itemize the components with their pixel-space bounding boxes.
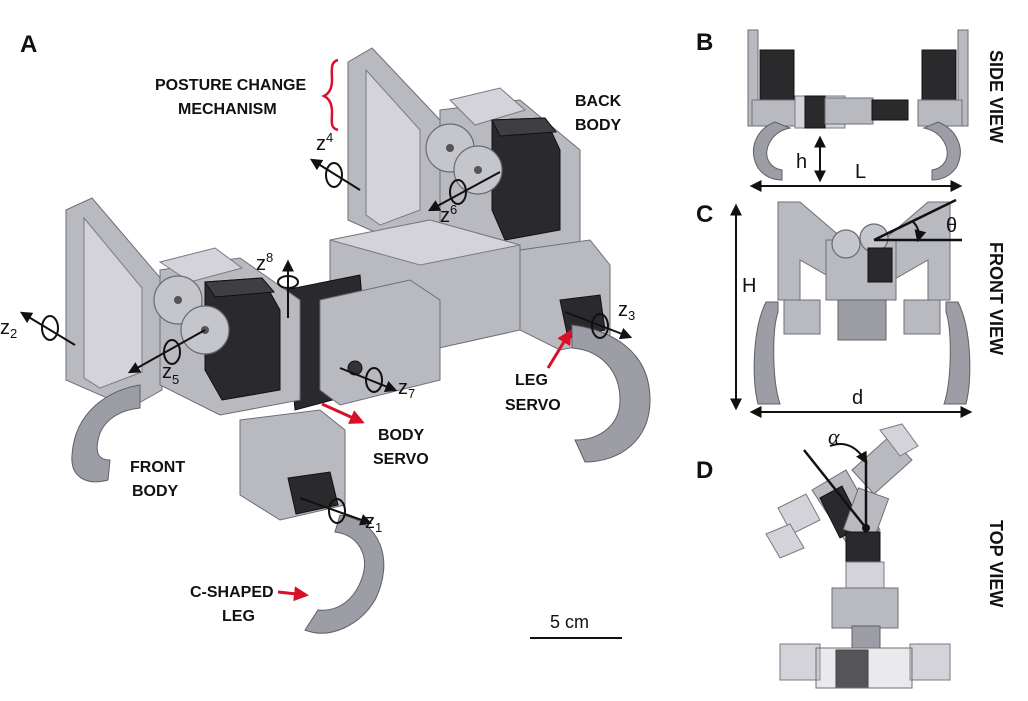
leg-servo-arrow (546, 329, 572, 369)
back-c-leg (571, 324, 651, 463)
panel-b-side-view: B h L SIDE VIEW (696, 29, 1006, 192)
dim-H: H (742, 275, 756, 297)
body-servo-bracket (319, 279, 441, 406)
dim-L: L (855, 161, 866, 183)
front-body-label-2: BODY (132, 483, 179, 500)
panel-c-front-view: C H d θ FRONT VIEW (696, 198, 1006, 418)
axis-z1-line (299, 497, 373, 526)
front-c-leg (304, 514, 385, 634)
c-leg-label-2: LEG (222, 608, 255, 625)
svg-text:z2: z2 (0, 317, 17, 341)
dim-theta: θ (946, 215, 957, 237)
c-leg-label-1: C-SHAPED (190, 584, 274, 601)
posture-change-label-2: MECHANISM (178, 101, 277, 118)
panel-a-robot (65, 47, 651, 634)
c-leg-arrow (277, 586, 309, 602)
panel-letter-a: A (20, 31, 37, 58)
axis-z7-line (339, 367, 398, 393)
body-servo-label-1: BODY (378, 427, 425, 444)
posture-change-label-1: POSTURE CHANGE (155, 77, 306, 94)
back-body-label-2: BODY (575, 117, 622, 134)
scale-bar-label: 5 cm (550, 612, 589, 632)
leg-servo (559, 294, 606, 339)
panel-letter-b: B (696, 29, 713, 56)
rotation-axes (19, 158, 633, 526)
axis-labels: z1 z2 z3 z4 z5 z6 z7 z8 (0, 130, 635, 535)
back-frame-inner (365, 68, 421, 226)
dim-alpha: α (828, 424, 840, 449)
dim-h: h (796, 151, 807, 173)
side-view-label: SIDE VIEW (986, 50, 1006, 143)
dim-d: d (852, 387, 863, 409)
svg-text:z4: z4 (316, 130, 333, 155)
front-gears (153, 275, 230, 355)
back-body-label-1: BACK (575, 93, 622, 110)
top-view-label: TOP VIEW (986, 520, 1006, 607)
svg-text:z6: z6 (440, 202, 457, 227)
panel-letter-d: D (696, 457, 713, 484)
front-body-label-1: FRONT (130, 459, 185, 476)
svg-text:z5: z5 (162, 361, 179, 387)
body-servo-arrow (321, 402, 365, 424)
leg-servo-label-2: SERVO (505, 397, 561, 414)
axis-z3-line (564, 311, 633, 340)
back-servo-top-l (449, 87, 527, 126)
panel-d-top-view: D α TOP VIEW (696, 423, 1006, 689)
svg-text:z8: z8 (256, 250, 273, 275)
svg-text:z1: z1 (365, 511, 382, 535)
front-left-c-leg (71, 384, 141, 483)
front-view-label: FRONT VIEW (986, 242, 1006, 355)
svg-text:z3: z3 (618, 299, 635, 323)
leg-servo-label-1: LEG (515, 372, 548, 389)
body-servo-label-2: SERVO (373, 451, 429, 468)
axis-z5-line (127, 329, 206, 374)
back-gears (425, 123, 503, 195)
axis-z2-line (19, 311, 76, 346)
axis-z4-line (309, 158, 361, 191)
posture-brace (321, 58, 339, 132)
panel-letter-c: C (696, 201, 713, 228)
svg-text:z7: z7 (398, 377, 415, 401)
